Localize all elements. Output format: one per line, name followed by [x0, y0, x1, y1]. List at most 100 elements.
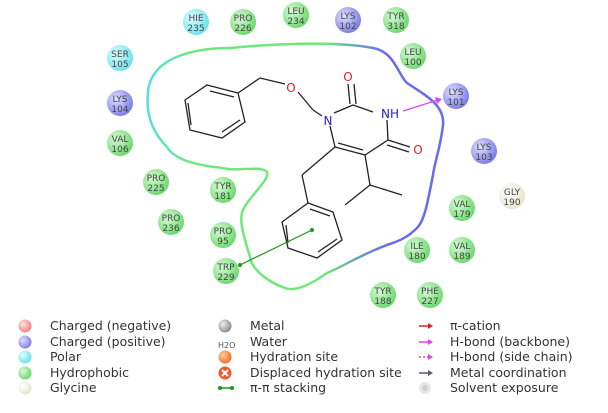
legend-negative-dot-icon — [18, 319, 32, 333]
residue-num: 101 — [447, 98, 464, 108]
residue-num: 181 — [214, 192, 231, 202]
residue-name: VAL — [454, 200, 471, 210]
residue-num: 104 — [111, 105, 128, 115]
residue-name: SER — [111, 50, 129, 60]
residue-bubble — [449, 195, 475, 221]
hbond-sidechain-icon — [418, 350, 433, 364]
residue-bubble — [158, 209, 184, 235]
residue-num: 318 — [387, 22, 404, 32]
residue-name: TRP — [216, 263, 235, 273]
legend-positive-dot-icon — [18, 335, 32, 349]
solvent-exposure-icon — [418, 381, 432, 395]
atom-nitrogen-n1: N — [324, 114, 333, 128]
residue-name: HIE — [188, 14, 203, 24]
residue-bubble — [383, 7, 409, 33]
hbond-backbone-icon — [418, 335, 433, 349]
residue-bubble — [107, 90, 133, 116]
residue-name: VAL — [112, 135, 129, 145]
legend-label: Glycine — [50, 380, 97, 395]
residue-num: 190 — [503, 198, 520, 208]
residue-name: TYR — [213, 182, 231, 192]
pi-pi-stacking-line — [238, 228, 314, 267]
residue-num: 188 — [374, 297, 391, 307]
legend-label: H-bond (side chain) — [450, 349, 573, 364]
residue-name: PRO — [162, 214, 181, 224]
legend-label: π-cation — [450, 318, 501, 333]
legend-label: Charged (positive) — [50, 333, 166, 349]
pi-pi-stacking-icon — [218, 381, 234, 395]
hbond-backbone-line — [402, 97, 442, 112]
metal-coordination-icon — [418, 366, 433, 380]
water-icon: H2O — [218, 340, 236, 350]
residue-bubble — [417, 282, 443, 308]
residue-name: GLY — [504, 188, 521, 198]
residue-num: 106 — [111, 145, 128, 155]
legend-label: H-bond (backbone) — [450, 333, 570, 349]
pi-cation-icon — [418, 319, 433, 333]
legend-label: Displaced hydration site — [250, 364, 402, 380]
atom-oxygen-ether: O — [286, 81, 295, 95]
residue-bubble — [499, 183, 525, 209]
atom-nh: NH — [381, 107, 399, 121]
residue-num: 179 — [453, 210, 470, 220]
residue-name: LYS — [448, 88, 463, 98]
legend-label: Metal coordination — [450, 364, 567, 380]
residue-num: 225 — [147, 184, 164, 194]
residue-bubble — [210, 222, 236, 248]
metal-icon — [218, 319, 232, 333]
residue-num: 236 — [162, 224, 179, 234]
residue-num: 105 — [111, 60, 128, 70]
residue-num: 102 — [339, 22, 356, 32]
residue-bubble — [471, 138, 497, 164]
legend-label: Hydrophobic — [50, 364, 130, 380]
legend-label: π-π stacking — [250, 380, 327, 395]
residue-num: 229 — [217, 273, 234, 283]
residue-name: LYS — [340, 12, 355, 22]
residue-name: ILE — [410, 242, 424, 252]
residue-bubble — [404, 237, 430, 263]
residue-name: LEU — [404, 48, 421, 58]
residue-bubble — [107, 45, 133, 71]
hydration-site-icon — [218, 350, 232, 364]
residue-bubble — [283, 2, 309, 28]
legend-hydrophobic-dot-icon — [18, 366, 32, 380]
atom-oxygen-c2: O — [343, 70, 352, 84]
binding-pocket-outline — [146, 42, 445, 291]
residue-num: 226 — [234, 24, 251, 34]
residue-name: PHE — [421, 287, 439, 297]
legend-label: Water — [250, 333, 287, 349]
residue-bubble — [183, 9, 209, 35]
legend-label: Polar — [50, 349, 82, 364]
legend-label: Charged (negative) — [50, 318, 172, 333]
residue-name: TYR — [386, 12, 404, 22]
residue-bubble — [230, 9, 256, 35]
legend-glycine-dot-icon — [18, 381, 32, 395]
residue-bubble — [213, 258, 239, 284]
residue-bubble — [143, 169, 169, 195]
residue-num: 103 — [475, 153, 492, 163]
residue-bubble — [449, 237, 475, 263]
